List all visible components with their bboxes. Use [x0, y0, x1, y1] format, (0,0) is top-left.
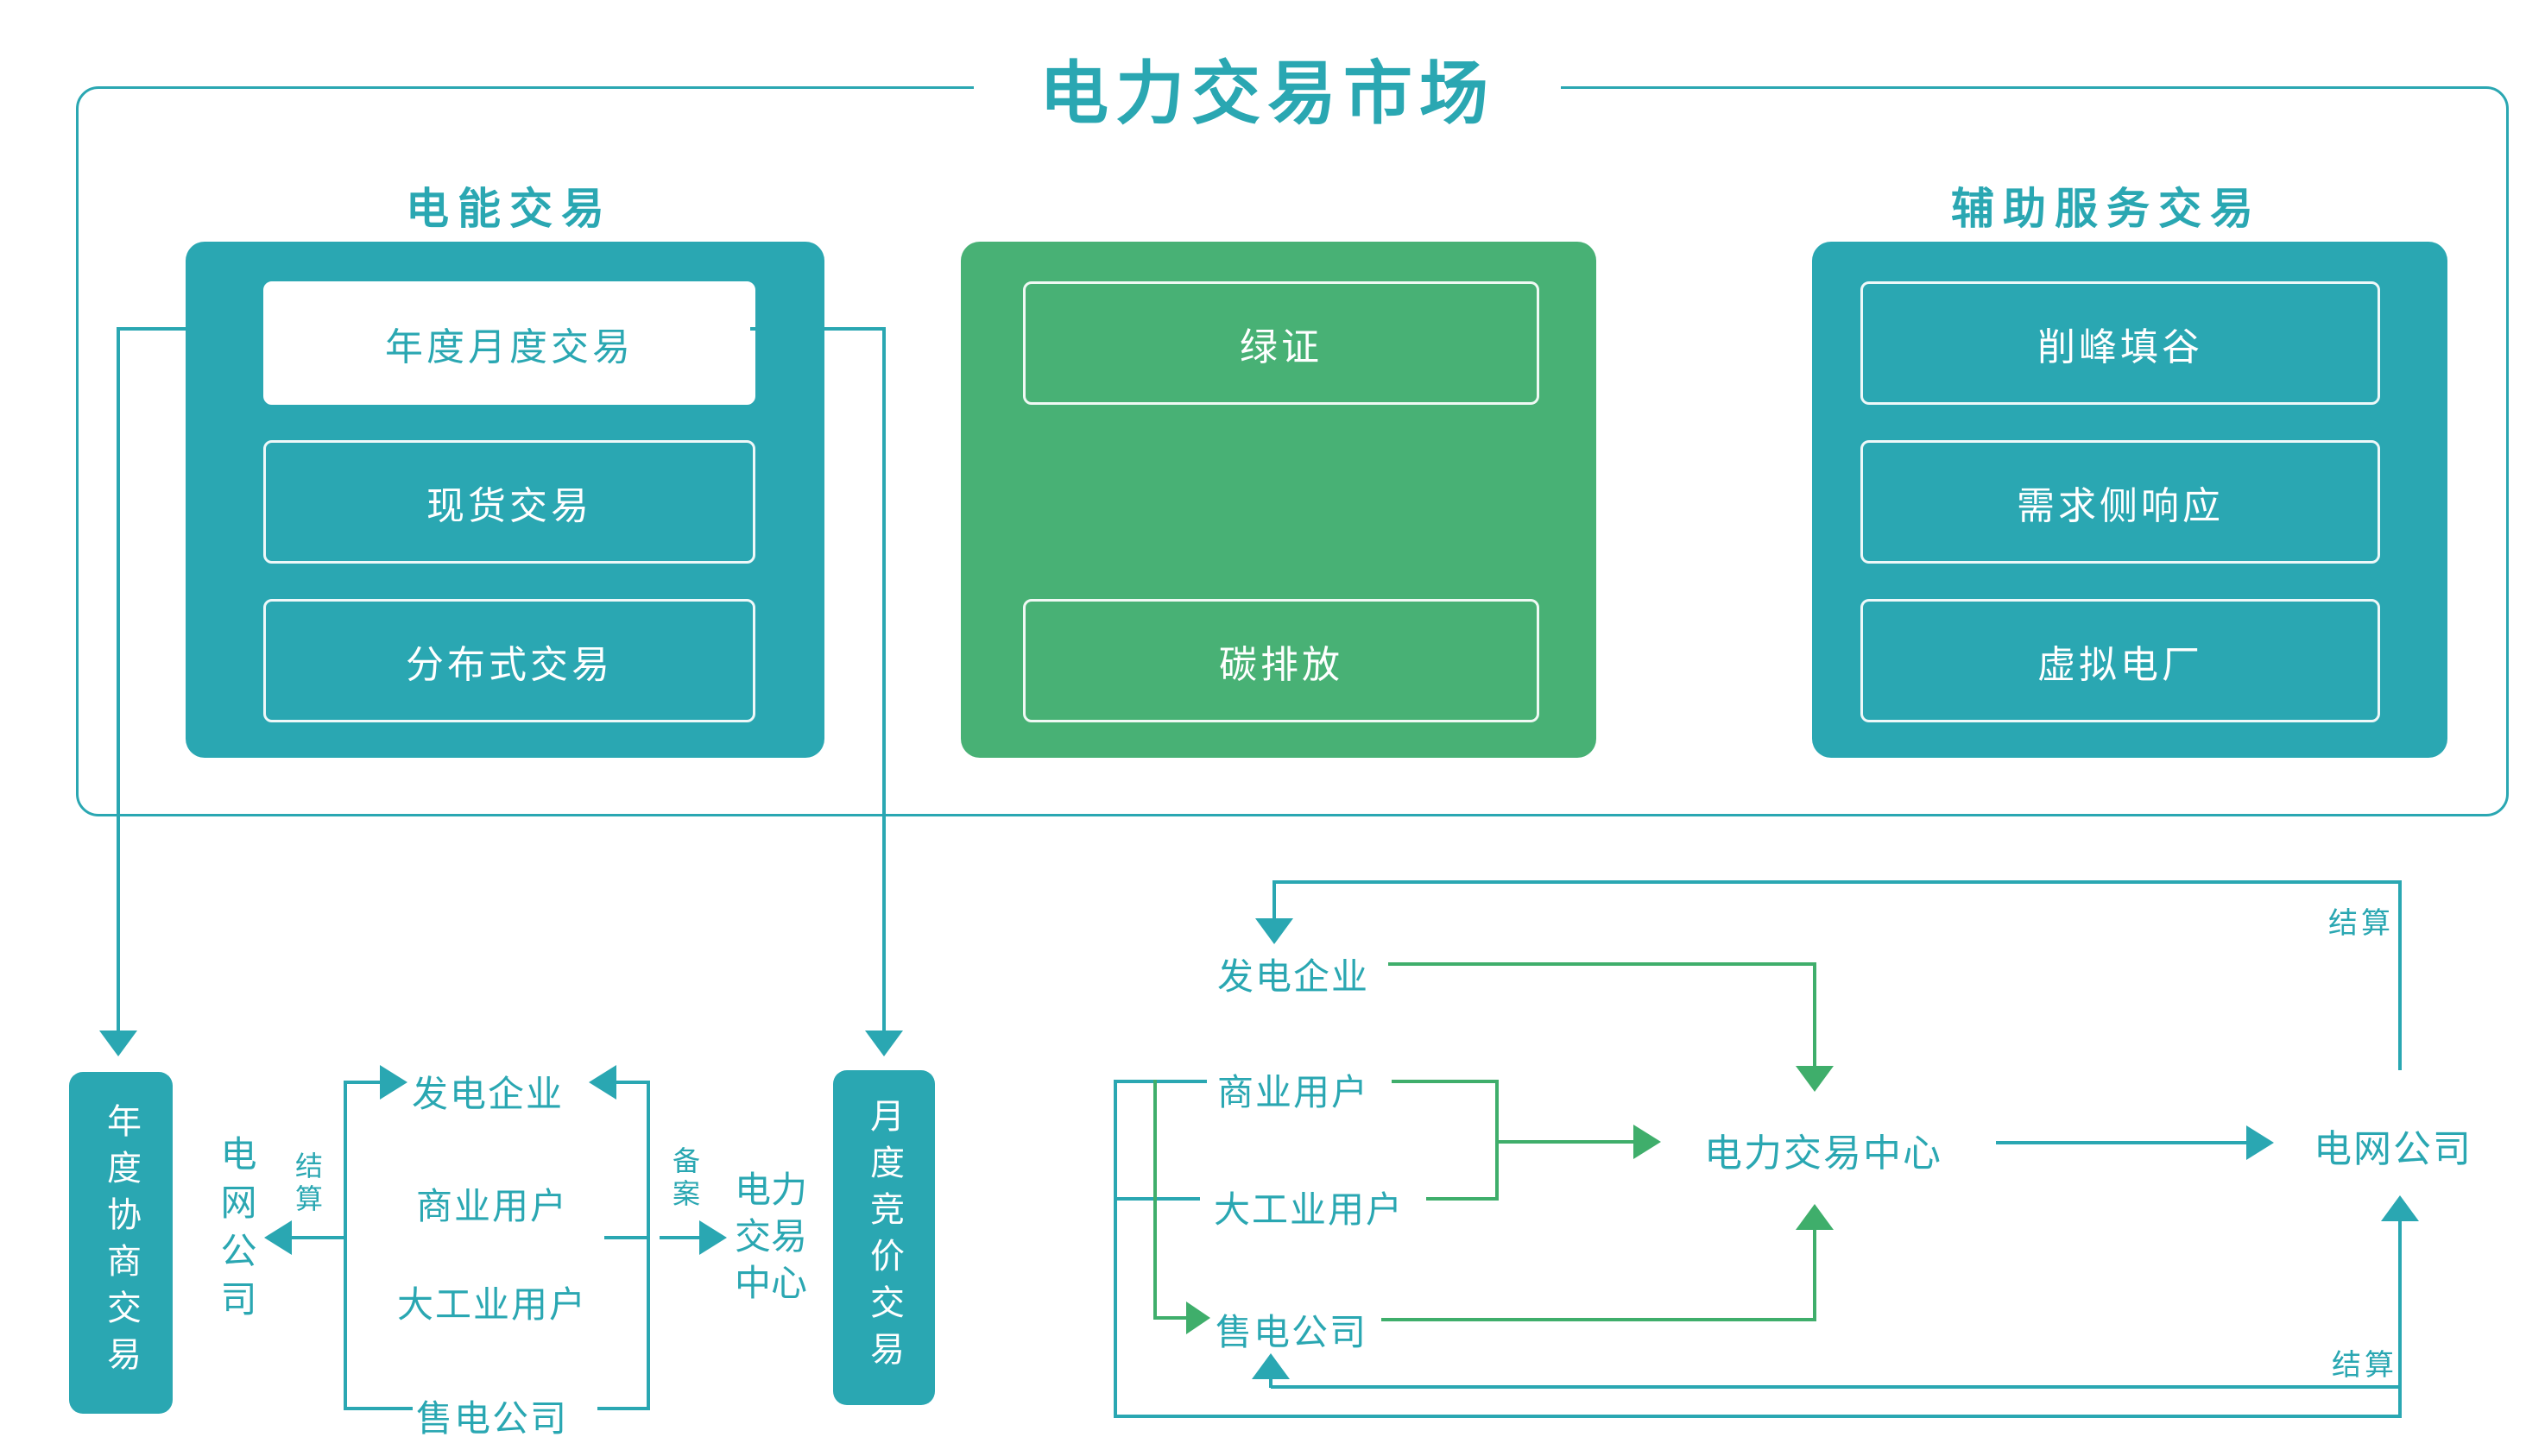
users-to-grid-bottom-line — [1114, 1415, 2402, 1418]
trade-center-line2: 交易 — [734, 1216, 807, 1257]
generator-to-center-vertical — [1813, 962, 1816, 1066]
panel-green-certificates — [961, 242, 1596, 758]
green-bracket-bottom-line — [1426, 1197, 1499, 1201]
annual-industrial-user-node: 大工业用户 — [396, 1284, 587, 1325]
users-bracket-industrial-stub — [1114, 1197, 1200, 1201]
monthly-retail-company-node: 售电公司 — [1215, 1312, 1367, 1352]
annual-commercial-user-node: 商业用户 — [415, 1186, 568, 1226]
monthly-generator-node: 发电企业 — [1216, 956, 1369, 997]
settlement-left-line — [290, 1236, 345, 1239]
section-header-energy-trading: 电能交易 — [406, 185, 613, 233]
box-spot-trading: 现货交易 — [263, 440, 755, 564]
annual-retail-company-node: 售电公司 — [415, 1398, 568, 1439]
filing-arrow-icon — [699, 1220, 727, 1255]
arrow-into-center-top-icon — [1796, 1066, 1834, 1092]
arrow-into-retail-bottom-icon — [1252, 1353, 1290, 1379]
right-bracket-vertical — [647, 1081, 650, 1410]
box-green-certificate: 绿证 — [1023, 281, 1539, 405]
connector-right-horizontal — [750, 327, 884, 331]
box-demand-response: 需求侧响应 — [1860, 440, 2380, 564]
box-peak-shaving: 削峰填谷 — [1860, 281, 2380, 405]
arrow-into-grid-company-icon — [2381, 1195, 2419, 1221]
page-title: 电力交易市场 — [974, 45, 1561, 132]
users-to-center-line — [1495, 1140, 1633, 1144]
users-to-grid-vertical — [2398, 1221, 2402, 1418]
arrow-into-generator-icon — [1255, 918, 1293, 944]
monthly-bidding-trading-box: 月度竞价交易 — [833, 1070, 935, 1405]
generator-to-center-horizontal — [1388, 962, 1816, 966]
grid-to-retail-riser — [1269, 1377, 1272, 1388]
retail-to-center-vertical — [1813, 1230, 1816, 1318]
left-bracket-top-line — [344, 1081, 380, 1084]
connector-right-vertical — [882, 327, 886, 1031]
monthly-trade-center-node: 电力交易中心 — [1704, 1132, 1942, 1175]
annual-negotiated-trading-box: 年度协商交易 — [69, 1072, 173, 1414]
grid-to-retail-line — [1271, 1385, 2402, 1389]
box-carbon-emission: 碳排放 — [1023, 599, 1539, 722]
box-distributed-trading: 分布式交易 — [263, 599, 755, 722]
grid-to-generator-horizontal — [1274, 880, 2402, 884]
arrow-down-to-annual-box-icon — [99, 1031, 137, 1056]
connector-left-vertical — [117, 327, 120, 1031]
settlement-top-label: 结算 — [2328, 907, 2394, 940]
annual-negotiated-trading-label: 年度协商交易 — [102, 1103, 140, 1383]
left-bracket-arrow-to-generator-icon — [380, 1065, 407, 1100]
right-bracket-mid-stub — [604, 1236, 649, 1239]
center-to-grid-arrow-icon — [2246, 1125, 2274, 1160]
trade-center-line1: 电力 — [734, 1169, 807, 1210]
monthly-commercial-user-node: 商业用户 — [1216, 1072, 1369, 1112]
right-bracket-bottom-line — [597, 1407, 649, 1410]
arrow-into-center-bottom-icon — [1796, 1204, 1834, 1230]
arrow-into-center-left-icon — [1633, 1125, 1661, 1159]
box-virtual-power-plant: 虚拟电厂 — [1860, 599, 2380, 722]
users-to-retail-vertical — [1153, 1080, 1157, 1320]
users-bracket-vertical — [1114, 1080, 1117, 1418]
annual-generator-node: 发电企业 — [411, 1074, 564, 1114]
filing-line — [660, 1236, 699, 1239]
arrow-down-to-monthly-box-icon — [865, 1031, 903, 1056]
settlement-left-label: 结算 — [292, 1151, 323, 1217]
box-annual-monthly-trading: 年度月度交易 — [263, 281, 755, 405]
settlement-bottom-label: 结算 — [2332, 1349, 2397, 1382]
left-bracket-vertical — [344, 1081, 347, 1410]
left-bracket-bottom-line — [344, 1407, 413, 1410]
connector-left-horizontal — [118, 327, 263, 331]
section-header-ancillary-trading: 辅助服务交易 — [1951, 185, 2262, 233]
arrow-into-retail-left-icon — [1186, 1302, 1210, 1334]
monthly-grid-company-node: 电网公司 — [2314, 1128, 2472, 1170]
monthly-industrial-user-node: 大工业用户 — [1213, 1189, 1404, 1230]
settlement-left-arrow-icon — [264, 1220, 292, 1255]
trade-center-line3: 中心 — [734, 1263, 807, 1303]
grid-to-generator-drop — [1272, 880, 1276, 918]
grid-to-generator-vertical — [2398, 882, 2402, 1070]
green-bracket-top-line — [1392, 1080, 1499, 1083]
users-to-retail-horizontal — [1153, 1316, 1186, 1320]
users-bracket-commercial-stub — [1114, 1080, 1207, 1083]
panel-ancillary-services — [1812, 242, 2447, 758]
right-bracket-top-line — [615, 1081, 649, 1084]
grid-company-left-label: 电网公司 — [216, 1135, 256, 1328]
filing-label: 备案 — [669, 1146, 700, 1212]
retail-to-center-horizontal — [1381, 1318, 1816, 1321]
annual-trade-center-node: 电力 交易 中心 — [728, 1167, 814, 1307]
monthly-bidding-trading-label: 月度竞价交易 — [865, 1098, 903, 1377]
center-to-grid-line — [1996, 1141, 2246, 1144]
right-bracket-arrow-to-generator-icon — [589, 1065, 616, 1100]
